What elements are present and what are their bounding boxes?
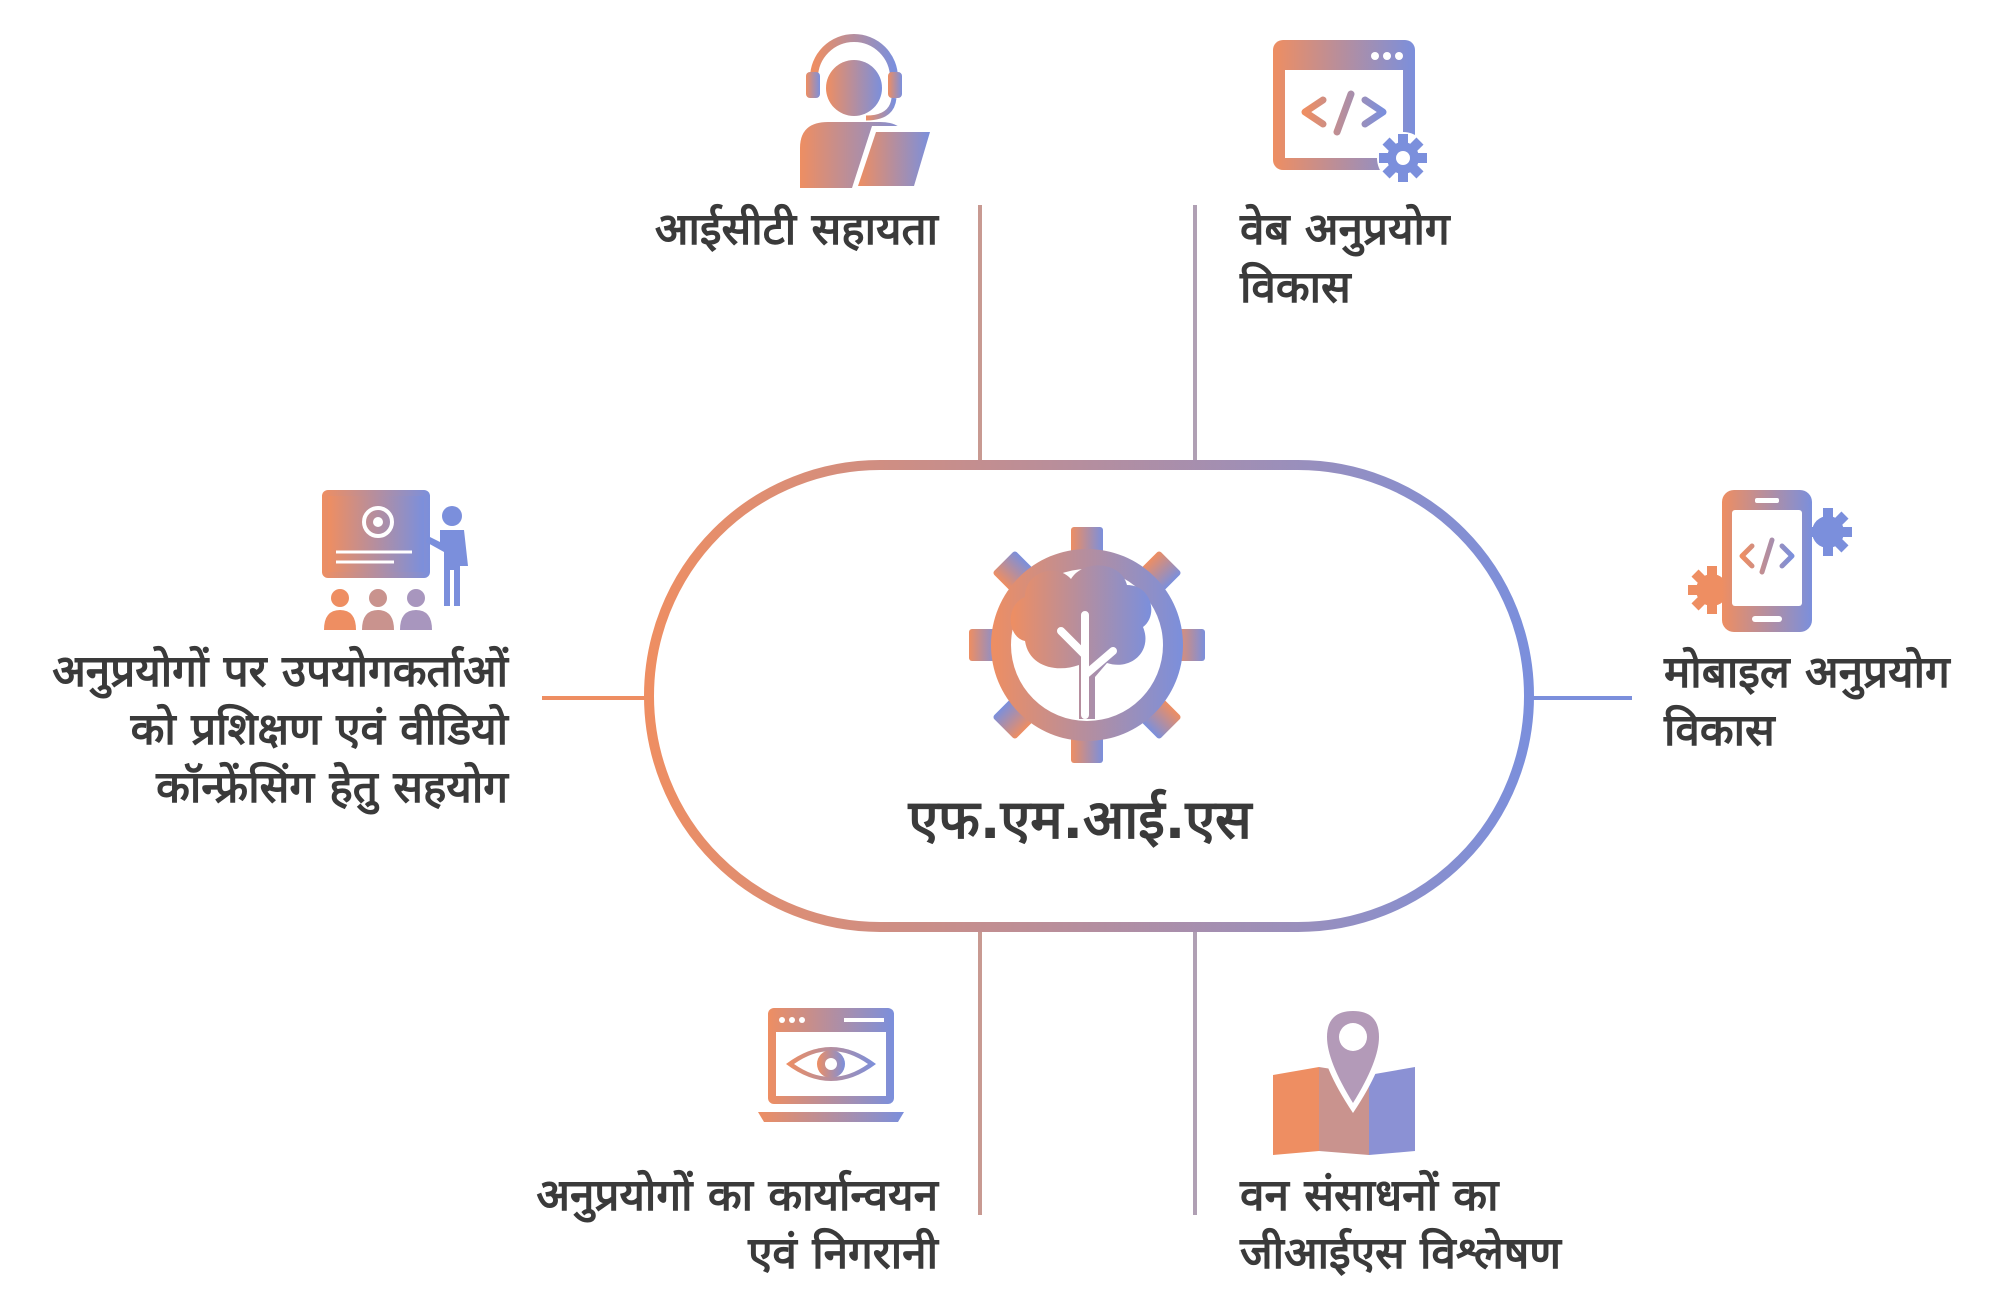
mobile-code-icon — [1688, 490, 1852, 632]
center-title: एफ.एम.आई.एस — [908, 788, 1252, 851]
tree-gear-icon — [969, 527, 1205, 763]
headset-support-icon — [800, 34, 936, 188]
item-ict-support-label: आईसीटी सहायता — [654, 204, 938, 255]
item-app-implementation-label: अनुप्रयोगों का कार्यान्वयन एवं निगरानी — [536, 1170, 938, 1279]
web-code-icon — [1273, 40, 1429, 184]
monitor-eye-icon — [758, 1008, 904, 1122]
presentation-icon — [322, 490, 468, 630]
item-gis-analysis-label: वन संसाधनों का जीआईएस विश्लेषण — [1240, 1170, 1562, 1279]
item-mobile-app-dev-label: मोबाइल अनुप्रयोग विकास — [1664, 647, 1950, 756]
item-web-app-dev-label: वेब अनुप्रयोग विकास — [1240, 204, 1450, 313]
item-training-vc-label: अनुप्रयोगों पर उपयोगकर्ताओं को प्रशिक्षण… — [52, 646, 508, 813]
map-pin-icon — [1273, 1005, 1415, 1155]
